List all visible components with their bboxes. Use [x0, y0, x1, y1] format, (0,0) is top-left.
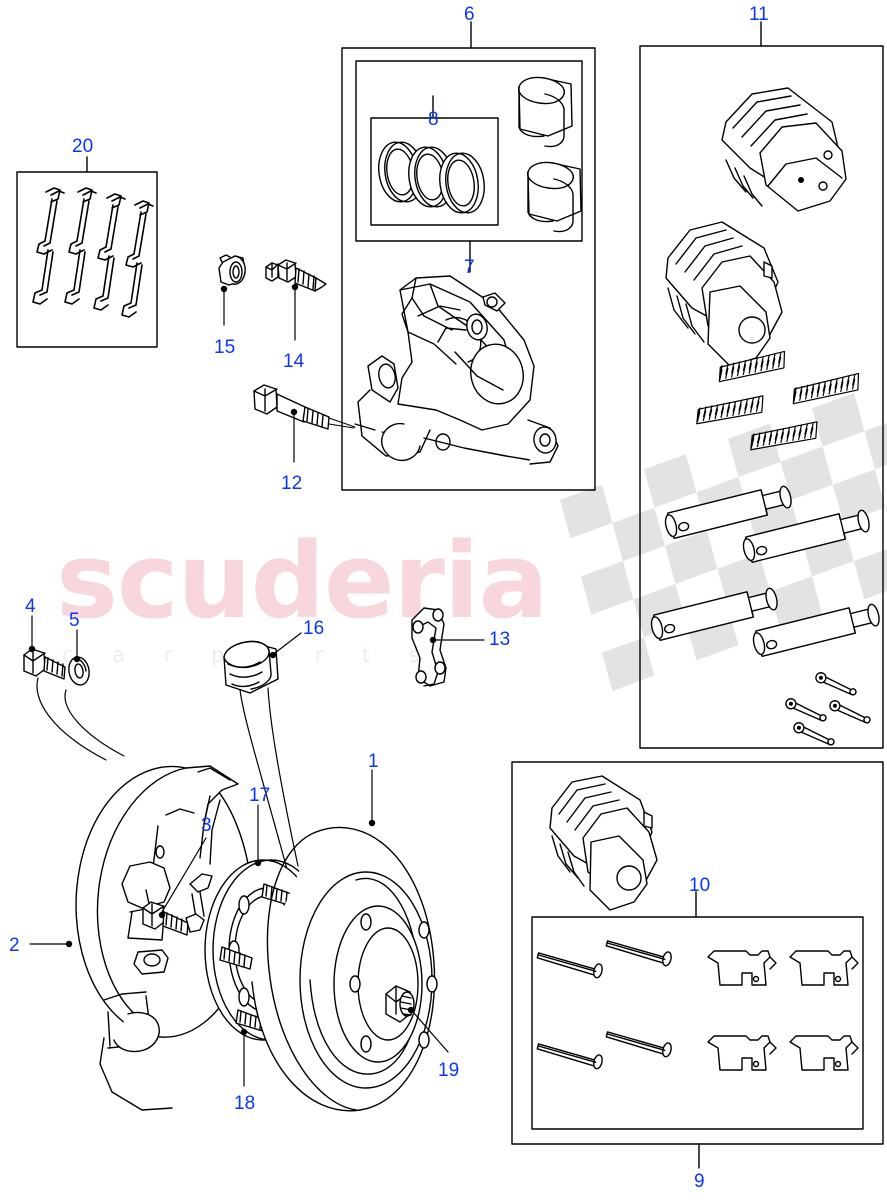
- part-brake-caliper: [357, 275, 559, 465]
- leader-1: [368, 769, 376, 827]
- leader-5: [73, 629, 81, 663]
- callout-number-17[interactable]: 17: [249, 785, 271, 806]
- leader-17: [254, 804, 262, 867]
- part-hex-nut: [23, 648, 66, 680]
- leader-12: [290, 408, 298, 463]
- callout-number-8[interactable]: 8: [428, 109, 439, 130]
- panel-spring-kit: [16, 156, 158, 348]
- part-backing-plate-bolt: [142, 901, 189, 936]
- part-pad-springs: [696, 350, 860, 451]
- callout-number-4[interactable]: 4: [25, 596, 36, 617]
- part-brake-pads-stack-b: [665, 221, 783, 367]
- part-brake-disc: [251, 826, 438, 1112]
- callout-number-3[interactable]: 3: [201, 815, 212, 836]
- panel-pad-fitting-kit: [639, 21, 884, 749]
- callout-number-16[interactable]: 16: [303, 618, 325, 639]
- callout-number-9[interactable]: 9: [694, 1171, 705, 1192]
- leader-18: [240, 1028, 248, 1087]
- callout-number-15[interactable]: 15: [214, 337, 236, 358]
- part-brake-pads-stack-a: [721, 87, 847, 212]
- leader-3: [158, 837, 207, 919]
- callout-number-2[interactable]: 2: [9, 935, 20, 956]
- callout-number-7[interactable]: 7: [464, 257, 475, 278]
- part-bush: [223, 640, 279, 694]
- part-piston-seals: [378, 141, 485, 214]
- callout-number-20[interactable]: 20: [72, 136, 94, 157]
- part-handbrake-lever: [185, 873, 213, 933]
- callout-number-13[interactable]: 13: [489, 629, 511, 650]
- checkered-flag-watermark: [560, 392, 887, 691]
- part-split-pins: [785, 672, 871, 746]
- callout-number-18[interactable]: 18: [234, 1093, 256, 1114]
- part-caliper-bolt: [253, 384, 356, 430]
- part-hub-nut: [385, 985, 415, 1023]
- callout-number-19[interactable]: 19: [438, 1060, 460, 1081]
- leader-2: [29, 940, 73, 948]
- leader-4: [28, 615, 36, 653]
- part-bleed-screw: [265, 259, 327, 292]
- callout-number-1[interactable]: 1: [368, 751, 379, 772]
- part-shim-pins: [536, 940, 672, 1070]
- part-brake-pads-stack-c: [549, 775, 658, 911]
- panel-pins-and-shims: [531, 891, 864, 1130]
- callout-number-12[interactable]: 12: [281, 473, 303, 494]
- leader-15: [220, 285, 228, 326]
- callout-number-10[interactable]: 10: [689, 875, 711, 896]
- part-caliper-pistons: [518, 76, 582, 233]
- leader-14: [291, 283, 299, 341]
- panel-front-pad-fitting-kit: [511, 761, 884, 1169]
- part-pad-retaining-pins: [650, 485, 880, 657]
- callout-number-14[interactable]: 14: [283, 351, 305, 372]
- part-bleed-screw-cap: [218, 254, 246, 286]
- leader-curve-bush: [239, 687, 299, 881]
- part-anti-squeal-shims: [707, 950, 859, 1071]
- callout-number-6[interactable]: 6: [464, 4, 475, 25]
- leader-19: [407, 1006, 449, 1053]
- leader-16: [269, 632, 302, 659]
- leader-13: [429, 636, 485, 644]
- callout-number-11[interactable]: 11: [749, 4, 769, 25]
- part-mounting-bracket: [411, 607, 447, 687]
- panel-caliper-repair-kit: [341, 21, 596, 491]
- callout-number-5[interactable]: 5: [69, 610, 80, 631]
- leader-curve-nut-washer: [36, 677, 125, 761]
